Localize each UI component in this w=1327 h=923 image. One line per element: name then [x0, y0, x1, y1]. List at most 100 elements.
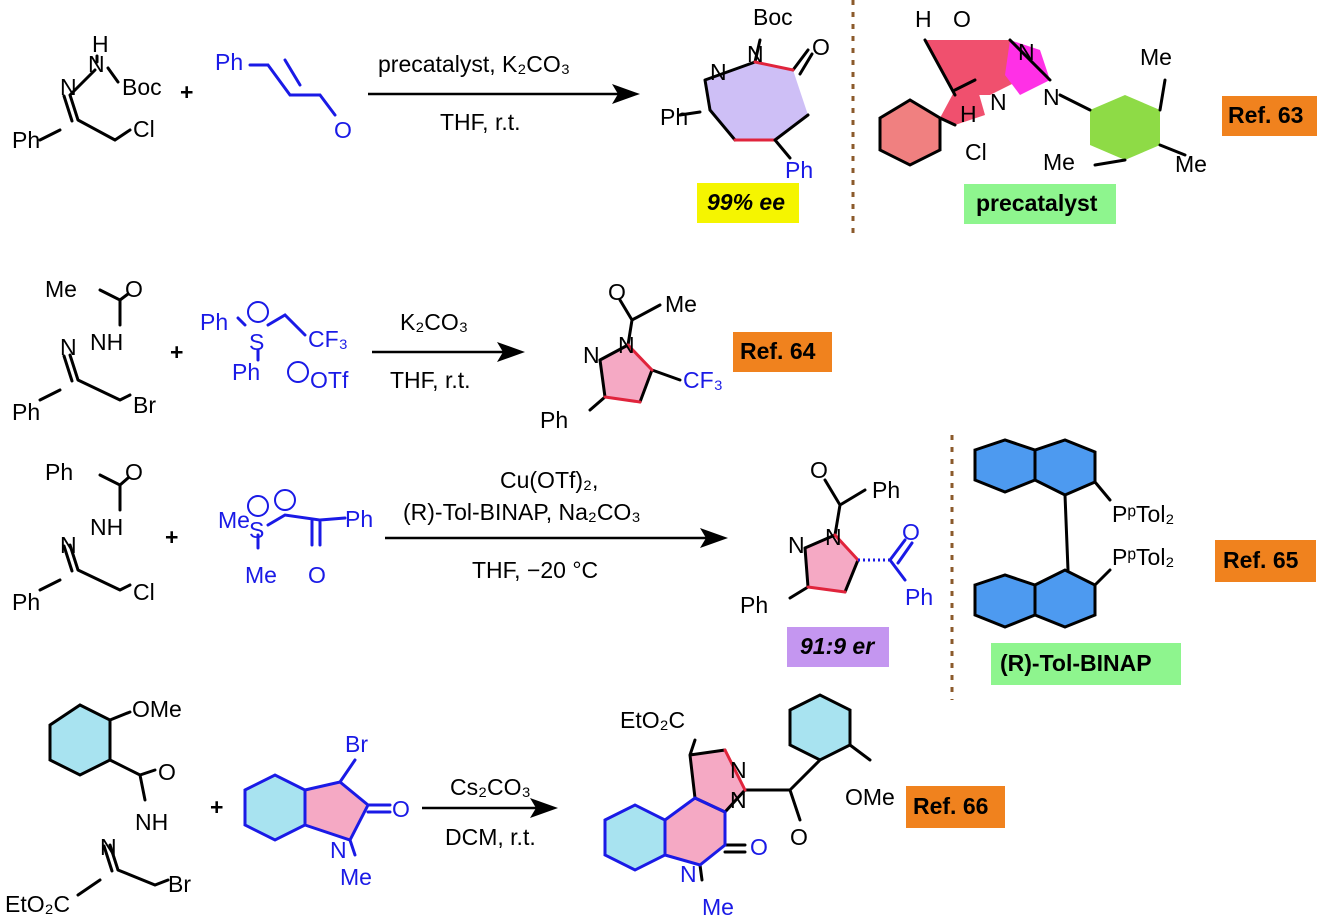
plus-sign-3: +: [165, 524, 178, 550]
cat-me3-label: Me: [1175, 151, 1207, 177]
row3-reactant1: Ph O NH N Ph Cl: [12, 459, 155, 615]
cat-n1-label: N: [990, 89, 1007, 115]
ee-value: 99% ee: [707, 189, 785, 215]
p2-ph-label: Ph: [540, 407, 568, 433]
p1-ph1-label: Ph: [660, 104, 688, 130]
row1-conditions-above: precatalyst, K₂CO₃: [378, 51, 570, 77]
p4-o2-label: O: [750, 834, 768, 860]
row1-product: Boc N N O Ph Ph: [660, 4, 830, 183]
ref63-label: Ref. 63: [1228, 102, 1303, 128]
r3b-o-label: O: [308, 562, 326, 588]
precatalyst-name-badge: precatalyst: [964, 184, 1116, 224]
r2-ph-label: Ph: [215, 49, 243, 75]
r2a-ph-label: Ph: [12, 399, 40, 425]
cat-o-label: O: [953, 6, 971, 32]
ref64-badge: Ref. 64: [733, 332, 832, 372]
row3-conditions-above-2: (R)-Tol-BINAP, Na₂CO₃: [403, 499, 641, 525]
p4-o1-label: O: [790, 824, 808, 850]
row4-conditions-below: DCM, r.t.: [445, 824, 536, 850]
p2-me-label: Me: [665, 291, 697, 317]
p2-o-label: O: [608, 279, 626, 305]
row4-conditions-above: Cs₂CO₃: [450, 774, 531, 800]
r2-o-label: O: [334, 117, 352, 143]
r4a-o-label: O: [158, 759, 176, 785]
r3a-n-label: N: [60, 532, 77, 558]
row1-conditions-below: THF, r.t.: [440, 109, 521, 135]
r4a-nh-label: NH: [135, 809, 168, 835]
p3-ph1-label: Ph: [872, 477, 900, 503]
plus-sign-2: +: [170, 339, 183, 365]
p1-n1-label: N: [747, 41, 764, 67]
p3-o2-label: O: [902, 519, 920, 545]
cat-cl-label: Cl: [965, 139, 987, 165]
row3-er-badge: 91:9 er: [787, 627, 889, 667]
row3-product: O Ph N N O Ph Ph: [740, 457, 933, 618]
r4a-br-label: Br: [168, 871, 191, 897]
ref64-label: Ref. 64: [740, 338, 816, 364]
row3-conditions-below: THF, −20 °C: [472, 557, 598, 583]
row4-product: EtO₂C N N OMe O O N Me: [603, 693, 895, 920]
p3-o1-label: O: [810, 457, 828, 483]
row2-reactant2: Ph S CF₃ Ph OTf: [200, 301, 349, 393]
plus-sign-1: +: [180, 79, 193, 105]
r3a-cl-label: Cl: [133, 579, 155, 605]
r3a-ph2-label: Ph: [12, 589, 40, 615]
p4-me-label: Me: [702, 894, 734, 920]
r3b-me1-label: Me: [218, 507, 250, 533]
p1-boc-label: Boc: [753, 4, 793, 30]
ref66-label: Ref. 66: [913, 793, 988, 819]
r2a-n-label: N: [60, 334, 77, 360]
r1-cl-label: Cl: [133, 116, 155, 142]
r4b-me-label: Me: [340, 864, 372, 890]
ref66-badge: Ref. 66: [906, 786, 1005, 828]
p2-n1-label: N: [583, 342, 600, 368]
r2b-s-label: S: [249, 329, 264, 355]
cat-n3-label: N: [1043, 84, 1060, 110]
row3-reactant2: Me S Me O Ph: [218, 489, 373, 588]
p3-ph3-label: Ph: [740, 592, 768, 618]
precatalyst-name: precatalyst: [976, 190, 1098, 216]
r1-n-label: N: [88, 51, 105, 77]
r4b-br-label: Br: [345, 731, 368, 757]
p4-n3-label: N: [680, 861, 697, 887]
cat-me1-label: Me: [1140, 44, 1172, 70]
r3a-ph-label: Ph: [45, 459, 73, 485]
p2-n2-label: N: [618, 332, 635, 358]
p1-o-label: O: [812, 34, 830, 60]
r2a-nh-label: NH: [90, 329, 123, 355]
r4a-ome-label: OMe: [132, 696, 182, 722]
r4b-n-label: N: [330, 837, 347, 863]
p2-cf3-label: CF₃: [683, 367, 723, 393]
p3-ph2-label: Ph: [905, 584, 933, 610]
p3-n2-label: N: [825, 524, 842, 550]
row4-arrow: Cs₂CO₃ DCM, r.t.: [422, 774, 558, 850]
r3b-s-label: S: [249, 517, 264, 543]
r2a-me-label: Me: [45, 276, 77, 302]
r4a-eto2c-label: EtO₂C: [5, 891, 70, 917]
r2b-ph1-label: Ph: [200, 309, 228, 335]
p1-n2-label: N: [710, 59, 727, 85]
r3a-nh-label: NH: [90, 514, 123, 540]
binap-p2-label: PᵖTol₂: [1112, 544, 1174, 570]
r2b-ph2-label: Ph: [232, 359, 260, 385]
binap-p1-label: PᵖTol₂: [1112, 501, 1174, 527]
row4-reactant2: Br O N Me: [243, 731, 410, 890]
p4-n1-label: N: [730, 757, 747, 783]
r3b-ph-label: Ph: [345, 506, 373, 532]
row1-reactant2: Ph O: [215, 49, 352, 143]
r2b-cf3-label: CF₃: [308, 326, 348, 352]
p4-n2-label: N: [730, 787, 747, 813]
r2b-otf-label: OTf: [310, 367, 349, 393]
r3a-o-label: O: [125, 459, 143, 485]
r4b-o-label: O: [392, 796, 410, 822]
r1-h-label: H: [92, 31, 109, 57]
r3b-me2-label: Me: [245, 562, 277, 588]
r2a-o-label: O: [125, 276, 143, 302]
row2-reactant1: Me O NH N Ph Br: [12, 276, 156, 425]
binap-name-badge: (R)-Tol-BINAP: [991, 643, 1181, 685]
cat-h2-label: H: [960, 101, 977, 127]
ref63-badge: Ref. 63: [1222, 96, 1317, 136]
er-value: 91:9 er: [800, 633, 875, 659]
row1-reactant1: H N Boc N Ph Cl: [12, 31, 162, 153]
